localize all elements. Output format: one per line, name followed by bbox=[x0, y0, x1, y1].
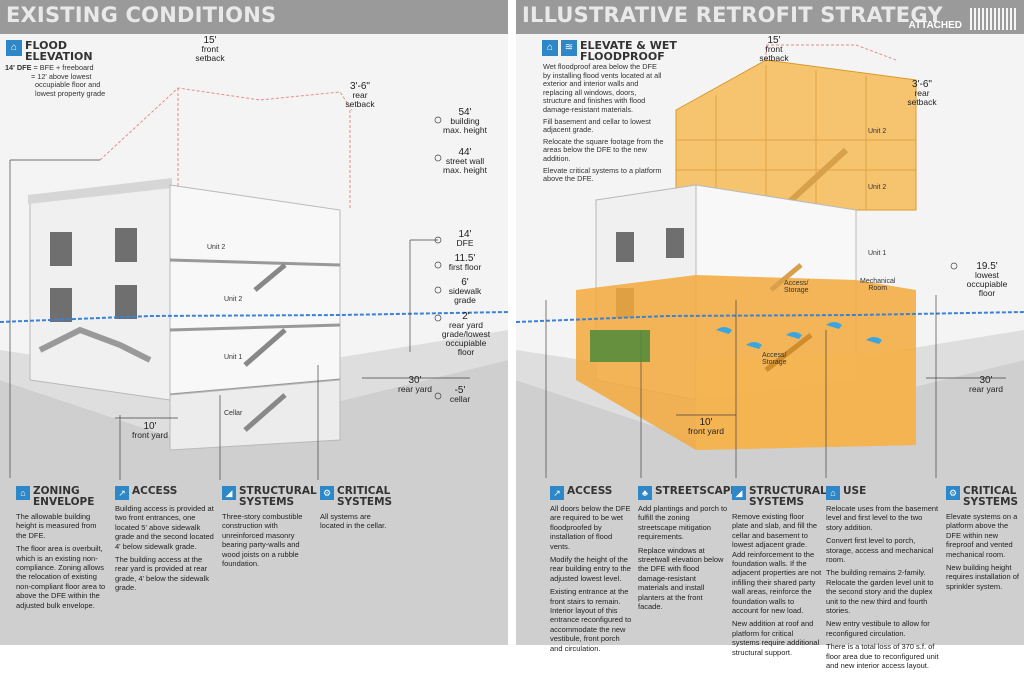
rear-yard-grade-label: 2'rear yard grade/lowest occupiable floo… bbox=[441, 311, 491, 357]
access-icon: ↗ bbox=[550, 486, 564, 500]
flood-elevation-definition: 14' DFE = BFE + freeboard = 12' above lo… bbox=[5, 63, 106, 98]
attached-building-icon bbox=[970, 8, 1018, 30]
critical-icon: ⚙ bbox=[946, 486, 960, 500]
existing-conditions-panel: EXISTING CONDITIONS bbox=[0, 0, 508, 645]
room-label: Unit 1 bbox=[868, 250, 887, 257]
cellar-level-label: -5'cellar bbox=[449, 385, 471, 404]
front-yard-label: 10'front yard bbox=[688, 417, 724, 436]
room-label: Mechanical Room bbox=[860, 278, 896, 292]
dfe-label: 14'DFE bbox=[456, 229, 474, 248]
panel-title: ILLUSTRATIVE RETROFIT STRATEGY bbox=[522, 3, 943, 27]
elevate-icon: ⌂ bbox=[542, 40, 558, 56]
building-max-height-label: 54'building max. height bbox=[443, 107, 487, 135]
front-setback-label: 15'front setback bbox=[759, 35, 789, 63]
rear-yard-label: 30'rear yard bbox=[968, 375, 1003, 394]
room-label: Access/ Storage bbox=[762, 352, 787, 366]
rear-setback-label: 3'-6"rear setback bbox=[907, 79, 937, 107]
critical-icon: ⚙ bbox=[320, 486, 334, 500]
rear-yard-label: 30'rear yard bbox=[397, 375, 432, 394]
street-wall-height-label: 44'street wall max. height bbox=[443, 147, 487, 175]
use-column: ⌂USE Relocate uses from the basement lev… bbox=[826, 485, 939, 671]
room-label: Access/ Storage bbox=[784, 280, 809, 294]
access-column: ↗ACCESS Building access is provided at t… bbox=[115, 485, 214, 593]
room-label: Unit 2 bbox=[224, 296, 243, 303]
retrofit-building-diagram bbox=[516, 44, 1024, 480]
existing-building-diagram bbox=[0, 87, 508, 480]
retrofit-notes-footer bbox=[516, 480, 1024, 645]
zoning-icon: ⌂ bbox=[16, 486, 30, 500]
room-label: Unit 2 bbox=[207, 244, 226, 251]
title-band: EXISTING CONDITIONS bbox=[0, 0, 508, 34]
room-label: Unit 1 bbox=[224, 354, 243, 361]
use-icon: ⌂ bbox=[826, 486, 840, 500]
structural-icon: ◢ bbox=[222, 486, 236, 500]
existing-notes-footer bbox=[0, 480, 508, 645]
rear-setback-label: 3'-6"rear setback bbox=[345, 81, 375, 109]
sidewalk-grade-label: 6'sidewalk grade bbox=[448, 277, 482, 305]
retrofit-strategy-panel: ILLUSTRATIVE RETROFIT STRATEGY ATTACHED bbox=[516, 0, 1024, 670]
streetscape-column: ♣STREETSCAPE Add plantings and porch to … bbox=[638, 485, 738, 612]
wet-floodproof-icon: ≋ bbox=[561, 40, 577, 56]
strategy-description: Wet floodproof area below the DFE by ins… bbox=[543, 62, 664, 184]
lowest-occupiable-floor-label: 19.5'lowest occupiable floor bbox=[966, 261, 1008, 298]
panel-title: EXISTING CONDITIONS bbox=[6, 3, 277, 27]
access-column: ↗ACCESS All doors below the DFE are requ… bbox=[550, 485, 632, 653]
flood-elevation-icon: ⌂ bbox=[6, 40, 22, 56]
first-floor-label: 11.5'first floor bbox=[448, 253, 482, 272]
attached-badge: ATTACHED bbox=[908, 20, 962, 31]
front-yard-label: 10'front yard bbox=[132, 421, 168, 440]
room-label: Unit 2 bbox=[868, 184, 887, 191]
access-icon: ↗ bbox=[115, 486, 129, 500]
title-band: ILLUSTRATIVE RETROFIT STRATEGY ATTACHED bbox=[516, 0, 1024, 34]
room-label: Unit 2 bbox=[868, 128, 887, 135]
front-setback-label: 15'front setback bbox=[195, 35, 225, 63]
room-label: Cellar bbox=[224, 410, 243, 417]
streetscape-icon: ♣ bbox=[638, 486, 652, 500]
structural-icon: ◢ bbox=[732, 486, 746, 500]
